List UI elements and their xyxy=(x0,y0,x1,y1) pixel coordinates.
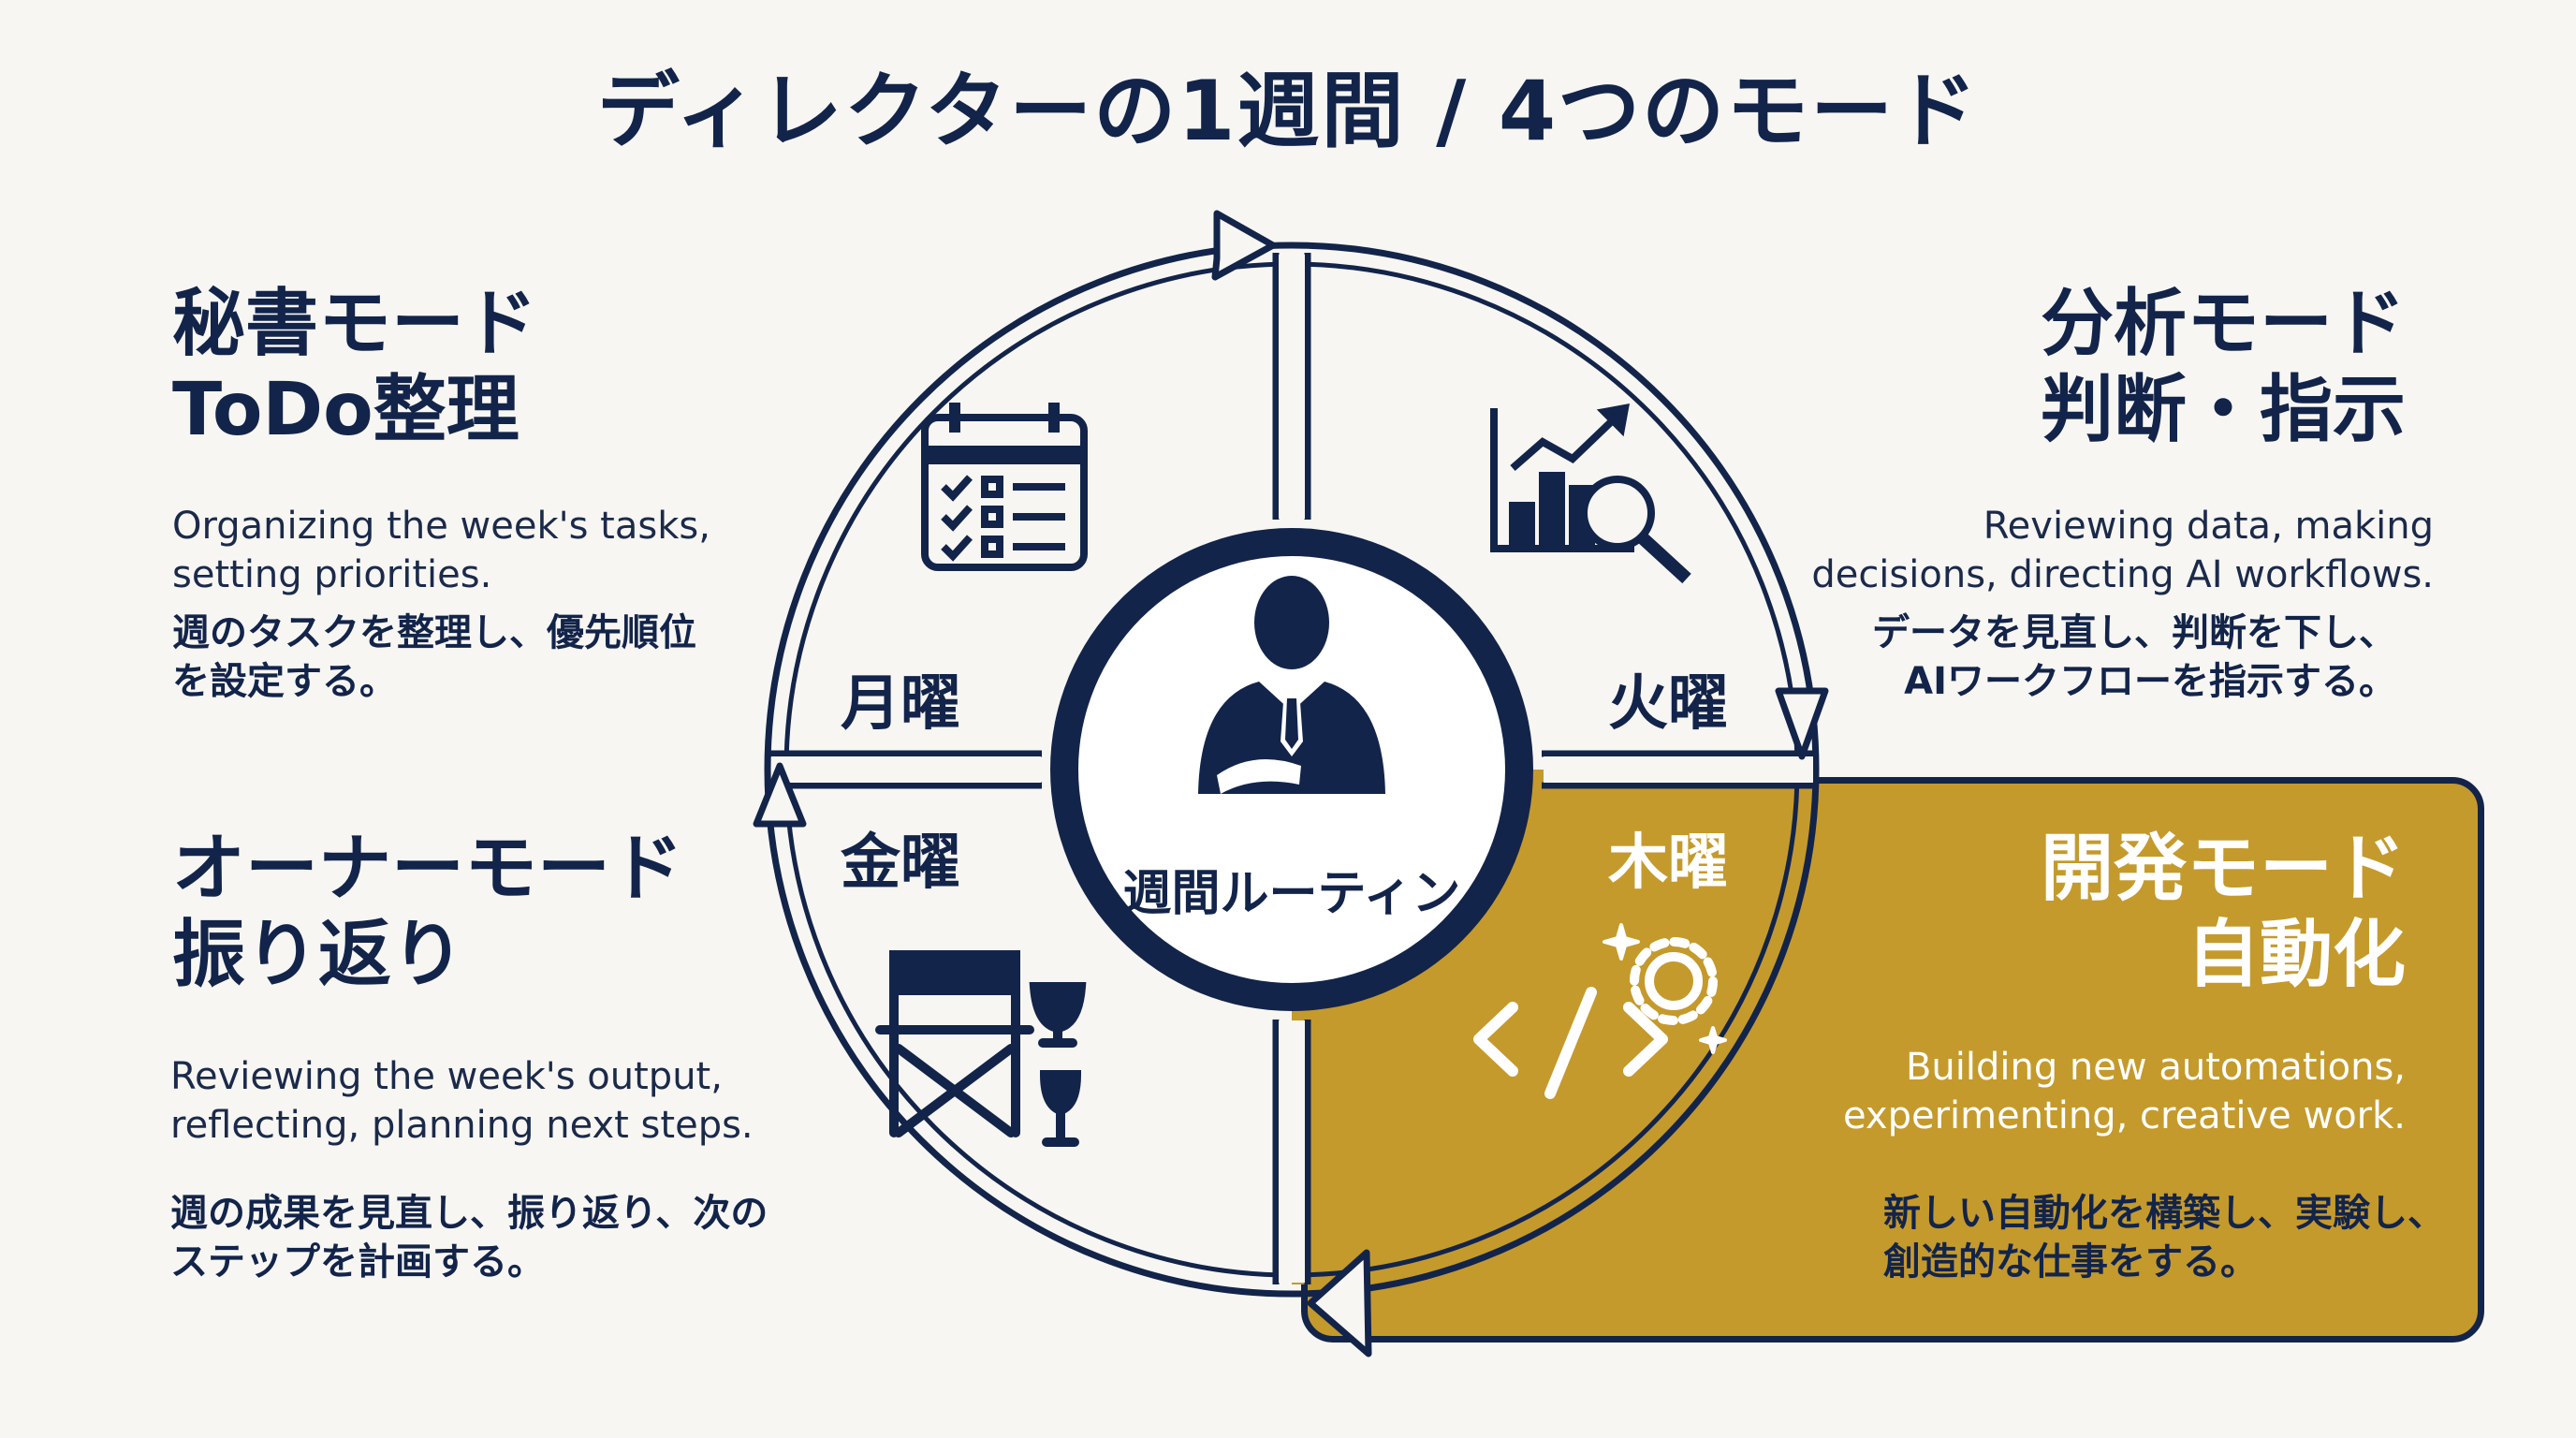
owner-desc-jp: 週の成果を見直し、振り返り、次の ステップを計画する。 xyxy=(170,1192,768,1284)
secretary-desc-jp: 週のタスクを整理し、優先順位 を設定する。 xyxy=(172,611,696,703)
analysis-mode-heading: 分析モード 判断・指示 xyxy=(1778,281,2406,453)
arrow-right xyxy=(1775,687,1829,760)
outer-ring xyxy=(764,242,1820,1298)
chart-magnifier-icon xyxy=(1490,404,1691,584)
development-mode-sub: 自動化 xyxy=(2186,913,2406,998)
analysis-desc-jp: データを見直し、判断を下し、 AIワークフローを指示する。 xyxy=(1872,611,2396,703)
director-person-icon xyxy=(1198,576,1385,794)
development-desc-en: Building new automations, experimenting,… xyxy=(1842,1046,2406,1137)
secretary-mode-heading: 秘書モード ToDo整理 xyxy=(172,281,537,453)
quadrant-dividers xyxy=(769,253,1814,1284)
day-label-monday: 月曜 xyxy=(841,669,960,739)
analysis-desc-en: Reviewing data, making decisions, direct… xyxy=(1811,505,2434,596)
owner-mode-sub: 振り返り xyxy=(172,913,465,998)
calendar-checklist-icon xyxy=(921,403,1088,571)
secretary-mode-sub: ToDo整理 xyxy=(172,368,520,453)
cycle-arrows xyxy=(753,210,1829,1357)
analysis-mode-sub: 判断・指示 xyxy=(2040,368,2406,453)
secretary-desc-en: Organizing the week's tasks, setting pri… xyxy=(172,505,710,596)
owner-mode-name: オーナーモード xyxy=(172,827,684,911)
secretary-mode-name: 秘書モード xyxy=(172,282,538,366)
code-gear-icon xyxy=(1473,923,1727,1099)
development-mode-heading: 開発モード 自動化 xyxy=(1872,826,2406,998)
arrow-left xyxy=(753,762,807,828)
day-label-thursday: 木曜 xyxy=(1608,829,1728,898)
owner-desc-en: Reviewing the week's output, reflecting,… xyxy=(170,1055,754,1147)
day-label-tuesday: 火曜 xyxy=(1608,669,1728,739)
owner-mode-heading: オーナーモード 振り返り xyxy=(172,826,683,998)
day-label-friday: 金曜 xyxy=(841,829,960,898)
development-mode-name: 開発モード xyxy=(2040,827,2406,911)
center-label: 週間ルーティン xyxy=(1122,866,1461,922)
page-title: ディレクターの1週間 / 4つのモード xyxy=(596,63,1980,159)
arrow-top xyxy=(1211,210,1277,281)
director-chair-trophy-icon xyxy=(875,950,1087,1147)
analysis-mode-name: 分析モード xyxy=(2040,282,2406,366)
arrow-bottom xyxy=(1307,1249,1372,1357)
development-desc-jp: 新しい自動化を構築し、実験し、 創造的な仕事をする。 xyxy=(1883,1192,2445,1284)
